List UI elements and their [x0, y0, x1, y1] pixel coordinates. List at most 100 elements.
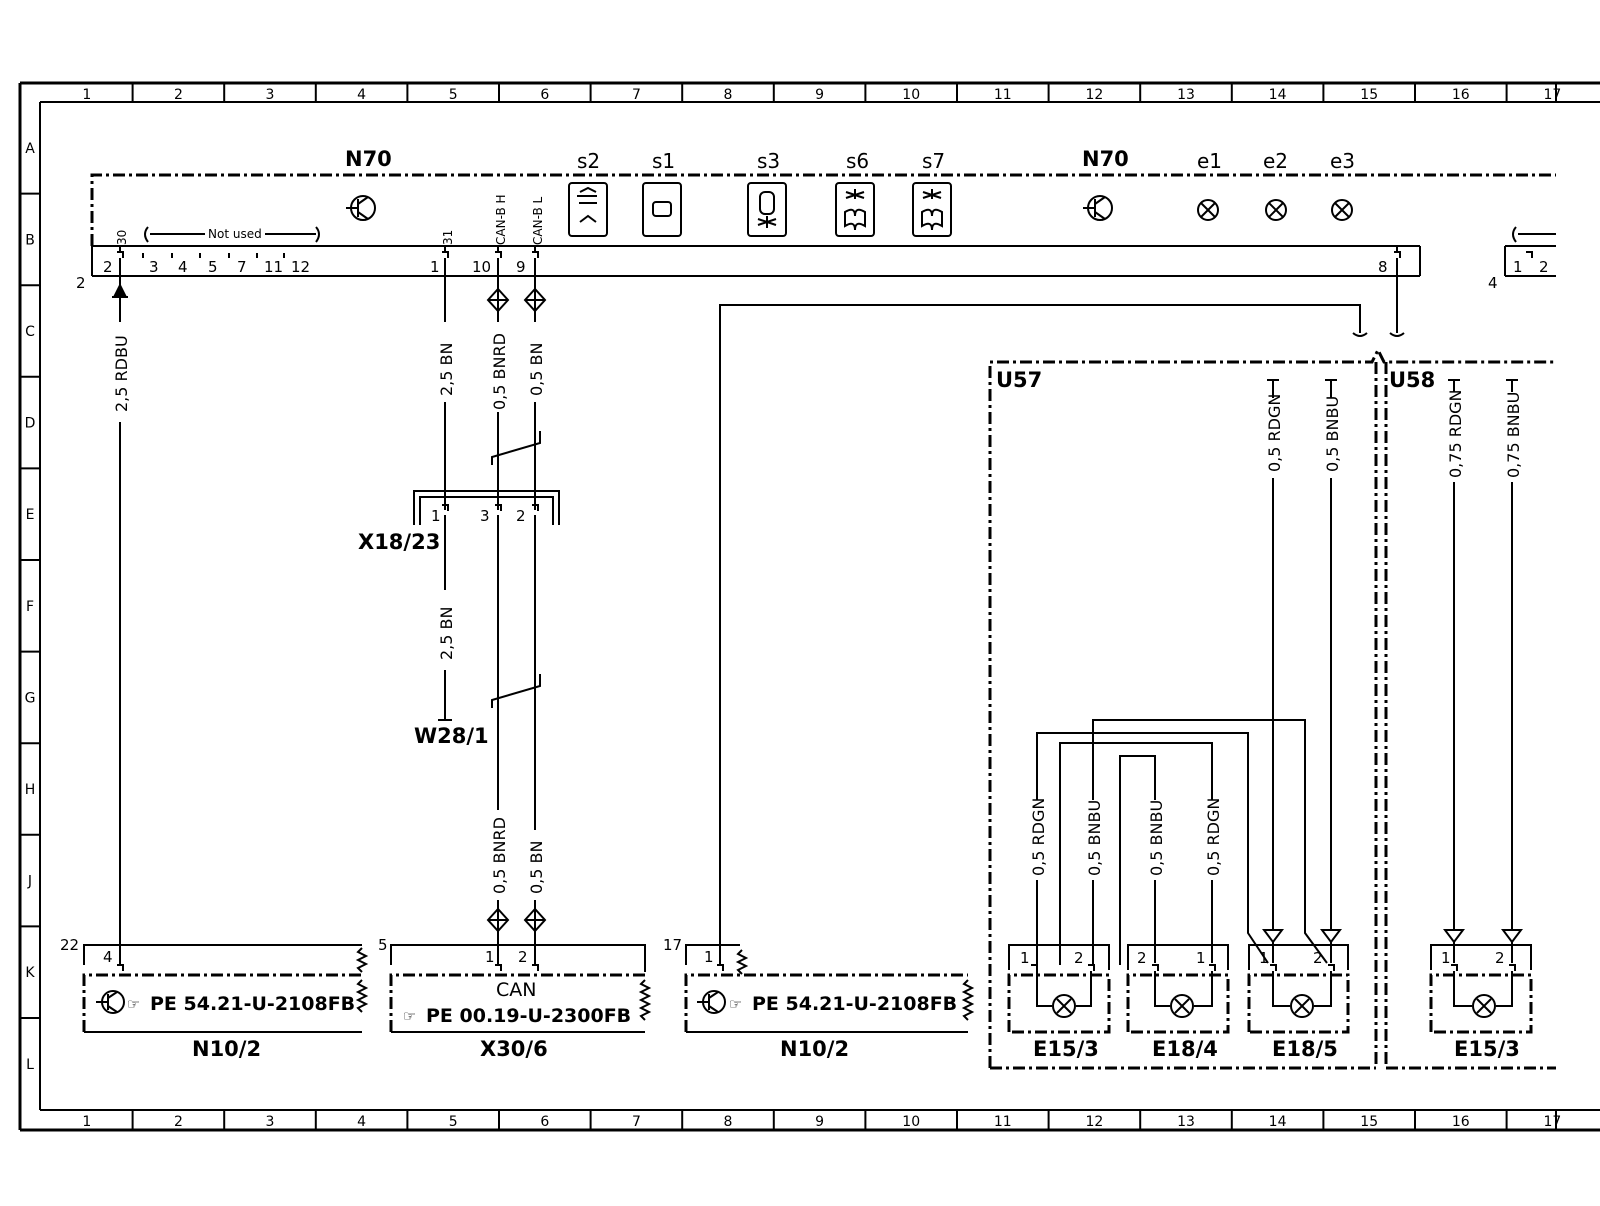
e18-4-pin-1: 1 — [1196, 949, 1206, 967]
sunroof-switch-icon — [568, 182, 608, 237]
can-h-label: CAN-B H — [494, 194, 508, 245]
column-label-top: 14 — [1269, 87, 1287, 103]
column-label-bottom: 13 — [1177, 1114, 1195, 1130]
x30-6-module: 5 1 2 CAN ☞ PE 00.19-U-2300FB X30/6 — [378, 936, 652, 1061]
column-label-top: 2 — [174, 87, 183, 103]
transistor-icon — [1083, 195, 1113, 221]
x30-pin-2: 2 — [518, 948, 528, 966]
row-label: A — [25, 141, 35, 157]
n70-conn-2: 2 — [76, 274, 86, 292]
column-label-bottom: 15 — [1360, 1114, 1378, 1130]
pointing-hand-icon: ☞ — [730, 994, 741, 1015]
u57-module: U57 0,5 RDGN 0,5 BNBU 0,5 RDGN 0,5 BNBU … — [988, 346, 1556, 1070]
column-label-bottom: 10 — [902, 1114, 920, 1130]
column-label-bottom: 4 — [357, 1114, 366, 1130]
u58-module: U58 0,75 RDGN 0,75 BNBU 1 2 E15/3 — [1389, 368, 1533, 1061]
x30-pin-1: 1 — [485, 948, 495, 966]
x18-pin-2: 2 — [516, 507, 526, 525]
pin-11: 11 — [264, 258, 283, 276]
twist-mark — [491, 431, 541, 465]
switch-s3-label: s3 — [757, 149, 780, 173]
x18-pin-1: 1 — [431, 507, 441, 525]
column-label-top: 16 — [1452, 87, 1470, 103]
pin-8: 8 — [1378, 258, 1388, 276]
n10-right-conn: 17 — [663, 936, 682, 954]
column-label-top: 11 — [994, 87, 1012, 103]
transistor-icon — [346, 195, 376, 221]
row-label: K — [25, 965, 35, 981]
column-label-bottom: 7 — [632, 1114, 641, 1130]
column-label-top: 5 — [449, 87, 458, 103]
column-label-top: 15 — [1360, 87, 1378, 103]
wire-label: 0,5 BNRD — [490, 817, 509, 894]
grid-ticks — [20, 83, 1508, 1130]
column-label-top: 8 — [724, 87, 733, 103]
column-label-bottom: 2 — [174, 1114, 183, 1130]
pin-1: 1 — [430, 258, 440, 276]
x30-can-label: CAN — [496, 979, 536, 1001]
e18-5-pin-2: 2 — [1313, 949, 1323, 967]
wire-rdbu: 2,5 RDBU — [110, 258, 131, 965]
row-label: E — [26, 507, 35, 523]
row-label: C — [25, 324, 35, 340]
lamp-icon — [1170, 994, 1194, 1018]
pin-12: 12 — [291, 258, 310, 276]
wire-label: 2,5 BN — [437, 607, 456, 660]
can-l-label: CAN-B L — [531, 196, 545, 245]
column-label-top: 9 — [815, 87, 824, 103]
u58-e15-3-lamp: 1 2 E15/3 — [1429, 944, 1533, 1061]
lamp-icon — [1331, 199, 1353, 221]
pin-31-label: 31 — [441, 230, 455, 245]
column-label-bottom: 6 — [540, 1114, 549, 1130]
n10-left-pin: 4 — [103, 948, 113, 966]
column-label-bottom: 3 — [266, 1114, 275, 1130]
wire-label: 0,5 RDGN — [1265, 394, 1284, 472]
interior-light-switch-icon — [747, 182, 787, 237]
pointing-hand-icon: ☞ — [404, 1006, 415, 1027]
n10-right-ref: PE 54.21-U-2108FB — [752, 993, 957, 1015]
wire-label: 0,5 BNBU — [1147, 800, 1166, 876]
column-label-bottom: 9 — [815, 1114, 824, 1130]
pin-4: 4 — [178, 258, 188, 276]
lamp-e1-label: e1 — [1197, 149, 1222, 173]
column-label-bottom: 1 — [82, 1114, 91, 1130]
u58-e15-pin-1: 1 — [1441, 949, 1451, 967]
n10-left-label: N10/2 — [192, 1037, 261, 1061]
switch-s7-label: s7 — [922, 149, 945, 173]
e18-5-pin-1: 1 — [1259, 949, 1269, 967]
row-label: H — [25, 782, 36, 798]
pin-right-1: 1 — [1513, 258, 1523, 276]
wire-can-down: 0,5 BNRD 0,5 BN — [486, 515, 547, 965]
column-label-bottom: 14 — [1269, 1114, 1287, 1130]
lamp-e3-label: e3 — [1330, 149, 1355, 173]
pointing-hand-icon: ☞ — [128, 994, 139, 1015]
frame — [18, 81, 1600, 1132]
e15-3-label: E15/3 — [1033, 1037, 1099, 1061]
wire-label: 0,5 RDGN — [1029, 798, 1048, 876]
x18-23-connector: 1 3 2 X18/23 — [358, 490, 560, 554]
n70-module: N70 N70 2 4 Not used 2 3 4 5 7 11 12 30 … — [76, 147, 1556, 292]
column-label-top: 7 — [632, 87, 641, 103]
wire-label: 0,5 BNRD — [490, 333, 509, 410]
n10-left-ref: PE 54.21-U-2108FB — [150, 993, 355, 1015]
n10-right-label: N10/2 — [780, 1037, 849, 1061]
column-label-bottom: 17 — [1543, 1114, 1561, 1130]
column-label-top: 12 — [1085, 87, 1103, 103]
not-used-label: Not used — [208, 227, 262, 241]
switch-s2-label: s2 — [577, 149, 600, 173]
wire-n10-right — [719, 258, 1405, 965]
column-label-bottom: 12 — [1085, 1114, 1103, 1130]
wire-label: 2,5 RDBU — [112, 335, 131, 412]
u58-e15-3-label: E15/3 — [1454, 1037, 1520, 1061]
column-label-top: 10 — [902, 87, 920, 103]
reading-lamp-switch-icon — [835, 182, 875, 237]
pin-3: 3 — [149, 258, 159, 276]
e18-5-lamp: 1 2 E18/5 — [1247, 944, 1350, 1061]
row-label: D — [25, 416, 36, 432]
wire-label: 0,5 BNBU — [1323, 396, 1342, 472]
row-label: F — [26, 599, 34, 615]
n70-conn-4: 4 — [1488, 274, 1498, 292]
pin-2: 2 — [103, 258, 113, 276]
